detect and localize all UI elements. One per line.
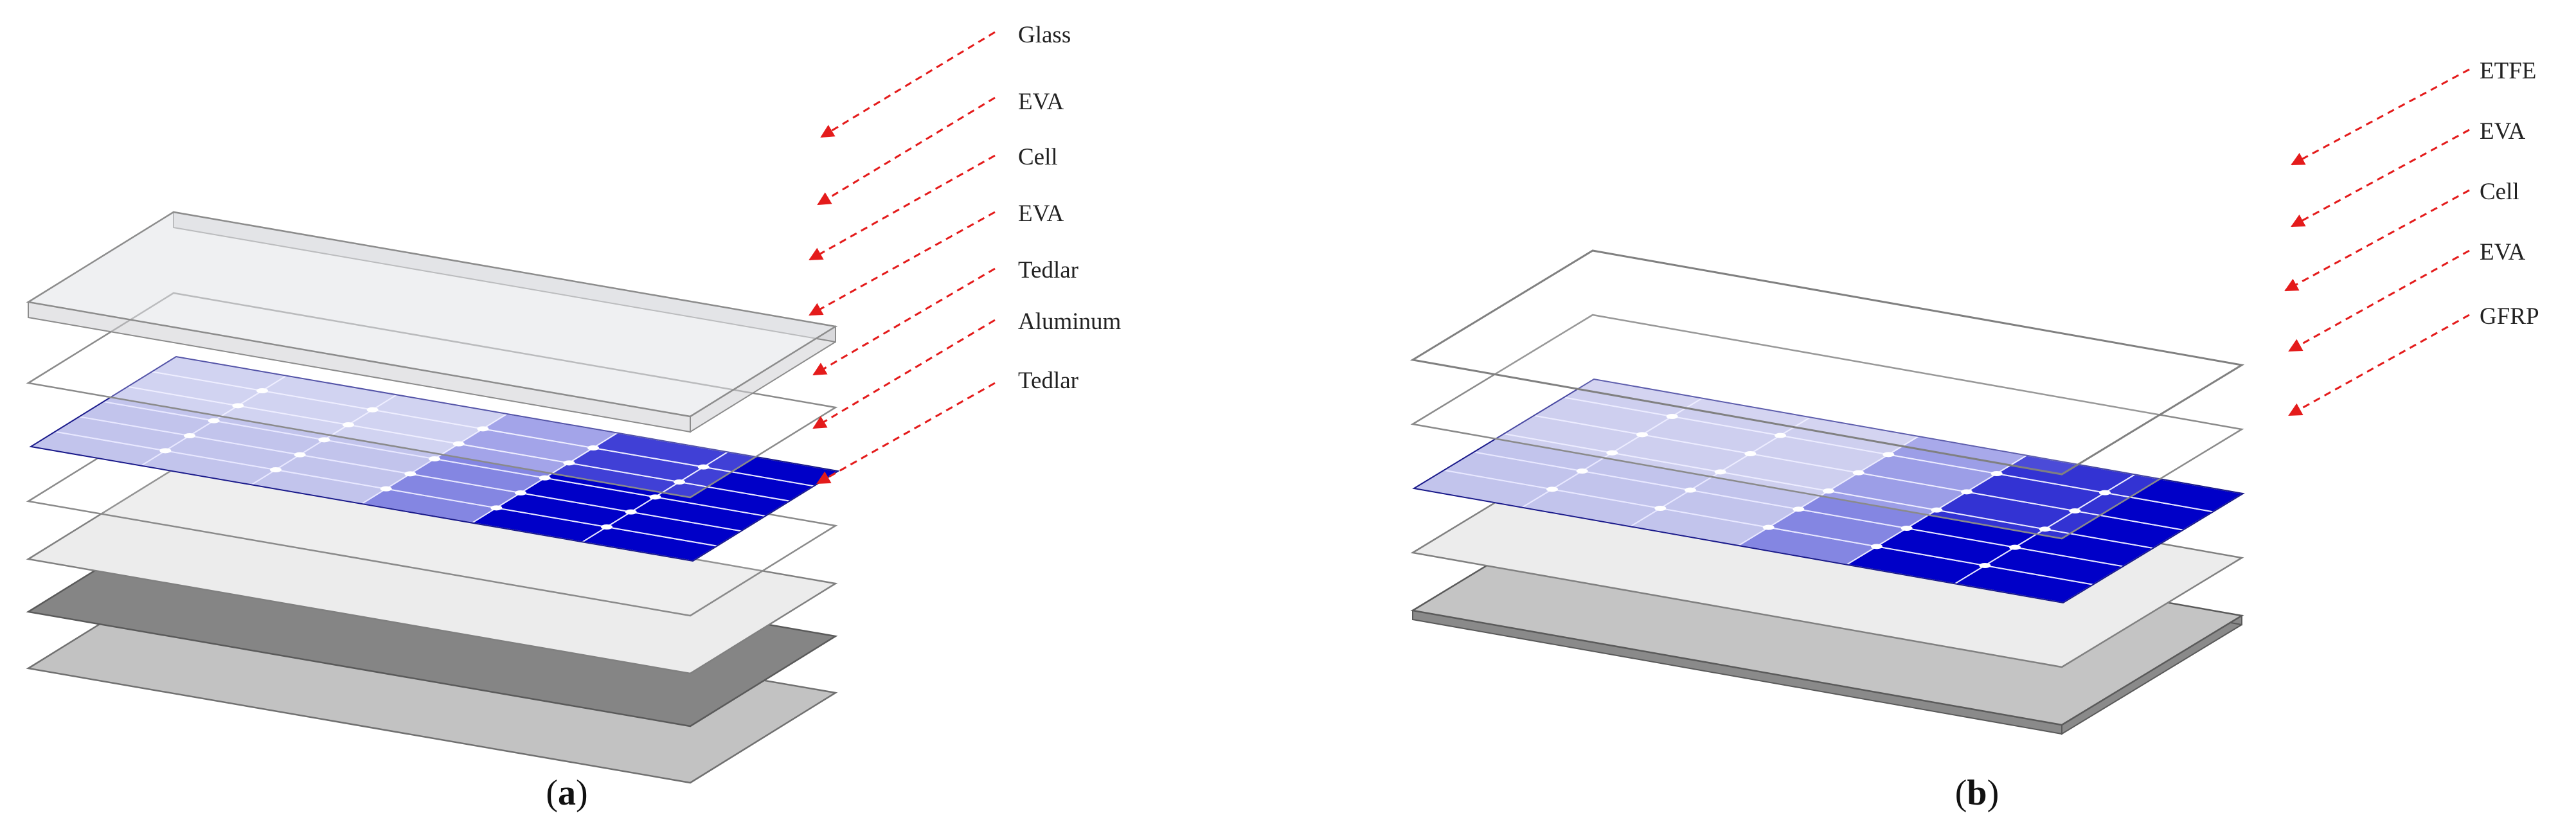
cell-interconnect (490, 505, 503, 511)
panel-b-leader-lines (2284, 68, 2470, 416)
cell-interconnect (1775, 432, 1786, 438)
cell-interconnect (1931, 507, 1943, 513)
layer-cells (29, 355, 840, 562)
leader-line-eva-top (817, 96, 996, 206)
cell-interconnect (625, 509, 637, 515)
cell-interconnect (1852, 470, 1865, 476)
cell-interconnect (515, 490, 526, 495)
label-eva-bottom-b: EVA (2480, 239, 2526, 265)
cell-interconnect (1744, 451, 1757, 456)
cell-interconnect (452, 441, 465, 447)
cell-interconnect (674, 479, 685, 485)
leader-line-etfe (2291, 68, 2470, 166)
panel-a-conventional-module: Glass EVA Cell EVA Tedlar Aluminum Tedla… (26, 22, 1122, 813)
label-cell-b: Cell (2480, 179, 2519, 205)
cell-interconnect (563, 460, 575, 466)
label-eva-top: EVA (1018, 89, 1064, 115)
cell-interconnect (1654, 506, 1667, 511)
cell-interconnect (1636, 432, 1648, 438)
cell-interconnect (184, 433, 195, 438)
label-eva-top-b: EVA (2480, 118, 2526, 145)
cell-interconnect (1883, 452, 1895, 458)
leader-line-cell-b (2284, 189, 2470, 292)
cell-interconnect (318, 437, 330, 443)
label-tedlar-bottom: Tedlar (1018, 368, 1078, 394)
cell-interconnect (343, 422, 354, 427)
cell-interconnect (587, 445, 599, 450)
panel-a-leader-lines (809, 31, 996, 485)
cell-interconnect (697, 464, 710, 470)
label-cell: Cell (1018, 144, 1058, 170)
cell-interconnect (1762, 524, 1775, 530)
label-eva-bottom: EVA (1018, 201, 1064, 227)
panel-a-labels: Glass EVA Cell EVA Tedlar Aluminum Tedla… (1018, 22, 1122, 394)
layer-cells-b (1412, 378, 2245, 604)
cell-interconnect (1546, 486, 1558, 492)
cell-interconnect (366, 407, 379, 413)
cell-interconnect (404, 471, 416, 477)
leader-line-eva-bottom-b (2288, 249, 2470, 352)
cell-interconnect (2099, 490, 2111, 495)
label-etfe: ETFE (2480, 58, 2536, 84)
layer-cells-outline (29, 355, 840, 562)
cell-interconnect (1685, 487, 1696, 493)
layer-etfe (1409, 249, 2245, 476)
cell-interconnect (2039, 526, 2051, 532)
layer-glass-top-face (26, 211, 838, 418)
cell-interconnect (1901, 526, 1913, 531)
cell-interconnect (1666, 414, 1678, 419)
panel-b-labels: ETFE EVA Cell EVA GFRP (2480, 58, 2539, 330)
cell-interconnect (2069, 508, 2081, 513)
cell-interconnect (1979, 563, 1991, 568)
cell-interconnect (1871, 544, 1883, 549)
cell-interconnect (601, 524, 613, 530)
panel-b-layer-stack (1409, 249, 2245, 735)
cell-interconnect (2009, 544, 2021, 550)
layer-eva-top-b (1410, 314, 2244, 540)
panel-b-caption: (b) (1955, 773, 1999, 813)
panel-b-lightweight-module: ETFE EVA Cell EVA GFRP (b) (1409, 58, 2539, 813)
cell-interconnect (159, 448, 172, 454)
cell-interconnect (1793, 506, 1805, 512)
cell-interconnect (208, 418, 220, 423)
cell-interconnect (1990, 471, 2003, 476)
cell-interconnect (380, 486, 392, 492)
leader-line-eva-bottom (809, 211, 996, 316)
leader-line-glass (820, 31, 996, 138)
cell-interconnect (649, 494, 661, 500)
cell-interconnect (232, 403, 244, 409)
layer-glass (26, 211, 838, 433)
cell-interconnect (1606, 450, 1618, 456)
cell-interconnect (429, 456, 440, 461)
layer-cells-b-outline (1412, 378, 2245, 604)
leader-line-eva-top-b (2291, 129, 2470, 227)
cell-interconnect (1961, 489, 1972, 495)
leader-line-aluminum (812, 319, 996, 429)
label-glass: Glass (1018, 22, 1071, 48)
leader-line-tedlar-top (812, 267, 996, 376)
label-gfrp: GFRP (2480, 303, 2539, 330)
cell-interconnect (1714, 469, 1726, 475)
cell-interconnect (1576, 468, 1588, 474)
label-tedlar-top: Tedlar (1018, 257, 1078, 283)
cell-interconnect (1823, 488, 1834, 494)
leader-line-tedlar-bottom (816, 382, 996, 485)
cell-interconnect (270, 467, 282, 472)
cell-interconnect (294, 452, 306, 458)
leader-line-cell (809, 154, 996, 261)
cell-interconnect (477, 426, 489, 432)
cell-interconnect (256, 388, 268, 393)
panel-a-caption: (a) (546, 773, 587, 813)
label-aluminum: Aluminum (1018, 308, 1122, 335)
cell-interconnect (539, 475, 551, 481)
panel-a-layer-stack (26, 211, 840, 784)
leader-line-gfrp (2288, 314, 2470, 416)
